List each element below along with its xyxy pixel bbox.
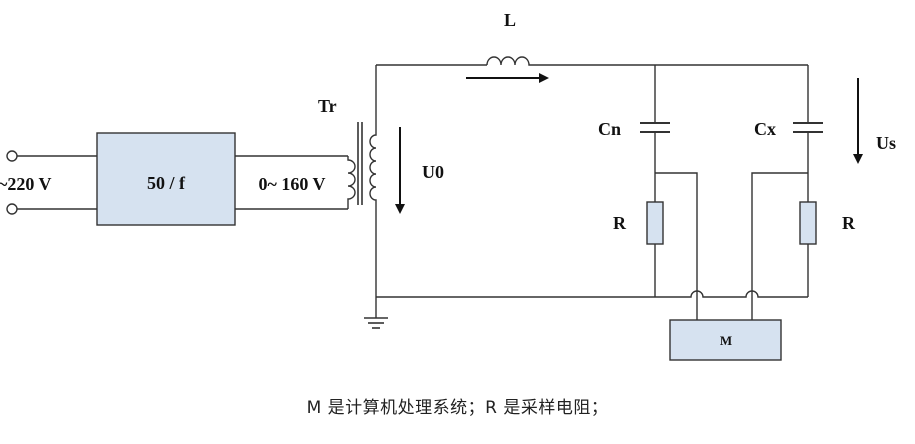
svg-text:~220 V: ~220 V (0, 174, 52, 194)
source-terminal-top (6, 150, 18, 162)
capacitor-cx-label: Cx (754, 119, 776, 139)
transformer-primary-coil (347, 156, 356, 209)
u0-label: U0 (422, 162, 444, 182)
source-voltage-label: 220 V (7, 174, 51, 194)
capacitor-cn-label: Cn (598, 119, 621, 139)
processor-label: M (720, 333, 732, 348)
frequency-converter-box (96, 132, 236, 226)
figure-caption: M 是计算机处理系统；R 是采样电阻； (306, 398, 609, 418)
inductor-coil (486, 56, 542, 66)
transformer-secondary-coil (369, 65, 377, 300)
source-prefix: ~ (0, 174, 8, 194)
resistor-right (799, 201, 817, 245)
source-terminal-bottom (6, 203, 18, 215)
converter-label: 50 / f (147, 173, 186, 193)
transformer-label: Tr (318, 96, 337, 116)
resistor-left (646, 201, 664, 245)
ground-bus (376, 290, 808, 298)
converter-output-label: 0~ 160 V (258, 174, 325, 194)
resistor-right-label: R (842, 213, 856, 233)
inductor-label: L (504, 10, 516, 30)
us-label: Us (876, 133, 896, 153)
processor-box (669, 319, 782, 361)
resistor-left-label: R (613, 213, 627, 233)
